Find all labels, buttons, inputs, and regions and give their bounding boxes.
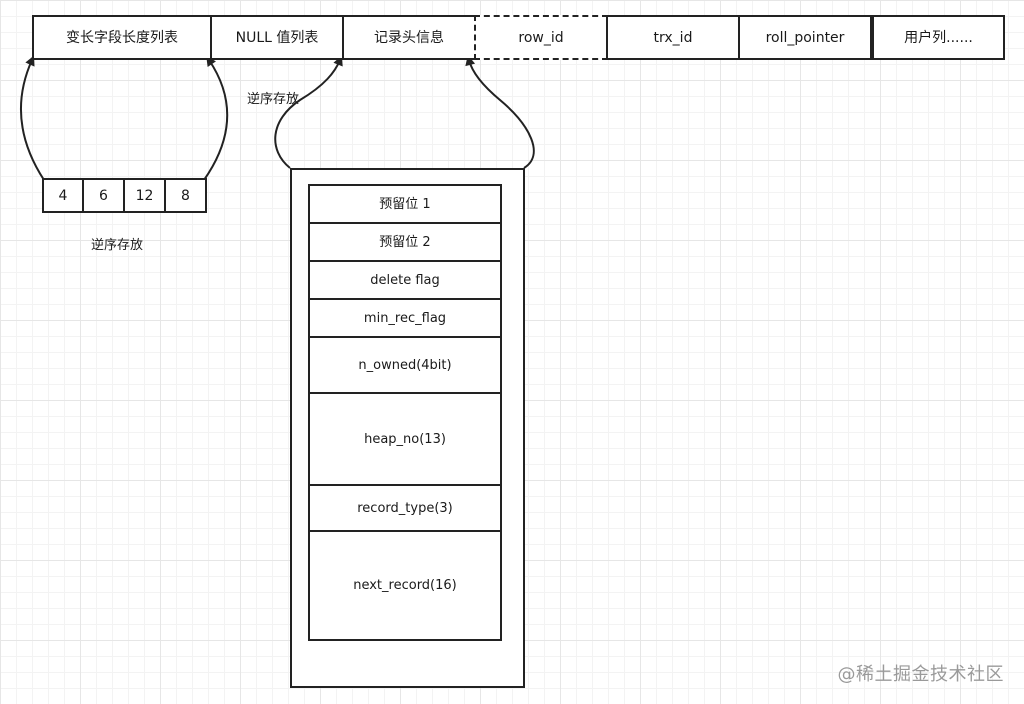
bit-reserved-2: 预留位 2 [308, 222, 502, 262]
field-null-list: NULL 值列表 [210, 15, 344, 60]
bit-reserved-1: 预留位 1 [308, 184, 502, 224]
arrow-header-right [465, 55, 535, 169]
field-record-header: 记录头信息 [342, 15, 476, 60]
length-value: 6 [82, 178, 125, 213]
reverse-order-label-bottom: 逆序存放 [91, 238, 144, 253]
length-value: 4 [42, 178, 84, 213]
field-user-columns: 用户列...... [872, 15, 1005, 60]
arrow-length-right [203, 55, 229, 181]
bit-next-record: next_record(16) [308, 530, 502, 641]
field-row-id: row_id [474, 15, 608, 60]
field-trx-id: trx_id [606, 15, 740, 60]
watermark-text: @稀土掘金技术社区 [837, 664, 1004, 685]
bit-min-rec-flag: min_rec_flag [308, 298, 502, 338]
bit-record-type: record_type(3) [308, 484, 502, 532]
length-value: 8 [164, 178, 207, 213]
field-variable-length-list: 变长字段长度列表 [32, 15, 212, 60]
bit-n-owned: n_owned(4bit) [308, 336, 502, 394]
arrow-header-left [274, 55, 343, 169]
length-value: 12 [123, 178, 166, 213]
reverse-order-label-top: 逆序存放 [247, 92, 300, 107]
bit-delete-flag: delete flag [308, 260, 502, 300]
arrow-length-left [19, 55, 45, 181]
bit-heap-no: heap_no(13) [308, 392, 502, 486]
field-roll-pointer: roll_pointer [738, 15, 872, 60]
